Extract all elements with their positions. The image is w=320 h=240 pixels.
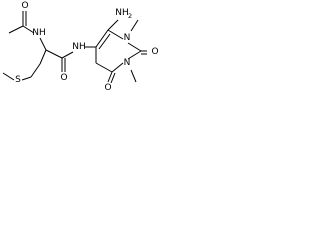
bond-ch2-s (21, 76, 32, 81)
atom-labels: NH 2 NH N N O O O O NH S (15, 1, 158, 93)
label-amide-o: O (60, 73, 67, 83)
bond-c4-n3 (107, 29, 124, 40)
bond-n3-c2 (127, 42, 142, 52)
bond-n1-c6 (111, 62, 124, 73)
label-sulfur: S (15, 75, 21, 85)
label-nh2-subscript: 2 (128, 12, 132, 20)
bond-c6-o-double (110, 72, 116, 84)
bond-c6-o (107, 71, 113, 83)
bond-ch2-ch2 (30, 63, 41, 78)
label-ring-o-right: O (151, 47, 158, 57)
bonds (2, 11, 147, 84)
bond-c5-c4-double (98, 33, 111, 50)
label-ring-n-lower: N (124, 58, 131, 68)
bond-nh-acetyl (22, 25, 35, 34)
bond-c6-c5 (95, 62, 113, 73)
bond-alpha-nh (39, 37, 47, 51)
bond-c4-nh2 (107, 19, 119, 31)
bond-carbonyl-alpha (45, 49, 63, 59)
molecule-drawing: NH 2 NH N N O O O O NH S (2, 1, 159, 93)
label-acetyl-nh: NH (32, 28, 46, 38)
label-ring-n-upper: N (124, 33, 131, 43)
bond-n1-methyl (130, 69, 137, 83)
label-nh2: NH (115, 8, 129, 18)
bond-acetyl-methyl (8, 25, 24, 34)
label-ring-o-bottom: O (104, 83, 111, 93)
bond-alpha-ch2 (39, 49, 47, 65)
bond-nh-carbonyl (61, 51, 74, 59)
chemical-structure-diagram: NH 2 NH N N O O O O NH S (0, 0, 174, 99)
bond-c5-c4 (95, 29, 109, 48)
label-amide-nh: NH (72, 42, 86, 52)
bond-n3-methyl (130, 19, 139, 32)
bond-c2-n1 (127, 50, 142, 60)
bond-s-methyl (2, 72, 15, 81)
label-acetyl-o: O (21, 1, 28, 11)
